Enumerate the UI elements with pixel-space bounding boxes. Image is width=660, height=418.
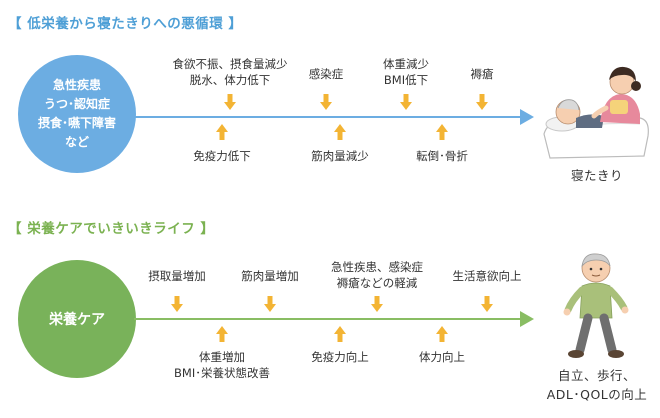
section2-bottom-label: 体力向上: [419, 349, 465, 365]
up-arrow-icon: [334, 326, 346, 342]
label-line: 生活意欲向上: [452, 269, 522, 283]
section2-bottom-label: 免疫力向上: [311, 349, 369, 365]
up-arrow-icon: [334, 124, 346, 140]
label-line: 免疫力低下: [193, 149, 251, 163]
label-line: BMI･栄養状態改善: [174, 366, 270, 380]
section1-bottom-label: 筋肉量減少: [311, 148, 369, 164]
down-arrow-icon: [224, 94, 236, 110]
label-line: 筋肉量増加: [241, 269, 299, 283]
up-arrow-icon: [216, 124, 228, 140]
section1-bottom-label: 転倒･骨折: [416, 148, 468, 164]
circle-line: うつ･認知症: [43, 97, 110, 111]
heading-close-bracket: 】: [200, 221, 215, 237]
section1-top-label: 食欲不振、摂食量減少 脱水、体力低下: [173, 56, 288, 88]
section2-result-caption: 自立、歩行、 ADL･QOLの向上: [547, 366, 648, 404]
section1-heading: 【 低栄養から寝たきりへの悪循環 】: [8, 12, 242, 32]
section2-care-circle: 栄養ケア: [18, 260, 136, 378]
up-arrow-icon: [436, 326, 448, 342]
down-arrow-icon: [171, 296, 183, 312]
section1-top-label: 感染症: [309, 66, 344, 82]
heading-close-bracket: 】: [228, 16, 243, 32]
section1-bottom-label: 免疫力低下: [193, 148, 251, 164]
caption-line: ADL･QOLの向上: [546, 387, 648, 402]
walking-elderly-man-illustration: [563, 253, 629, 358]
section1-flow-arrowhead: [520, 109, 534, 125]
section2-top-label: 筋肉量増加: [241, 268, 299, 284]
section1-top-label: 褥瘡: [471, 66, 494, 82]
label-line: BMI低下: [383, 73, 429, 87]
label-line: 褥瘡: [470, 67, 494, 81]
section2-bottom-label: 体重増加 BMI･栄養状態改善: [174, 349, 270, 381]
label-line: 体重減少: [383, 57, 429, 71]
label-line: 感染症: [308, 67, 344, 81]
circle-line: など: [64, 135, 89, 149]
section1-cause-circle: 急性疾患 うつ･認知症 摂食･嚥下障害 など: [18, 55, 136, 173]
label-line: 転倒･骨折: [416, 149, 468, 163]
down-arrow-icon: [476, 94, 488, 110]
caption-line: 寝たきり: [570, 168, 624, 183]
label-line: 体力向上: [419, 350, 465, 364]
up-arrow-icon: [436, 124, 448, 140]
heading-open-bracket: 【: [8, 221, 22, 237]
section2-flow-arrowhead: [520, 311, 534, 327]
bedridden-patient-with-caregiver-illustration: [543, 66, 649, 159]
caption-line: 自立、歩行、: [557, 368, 637, 383]
label-line: 体重増加: [198, 350, 245, 364]
section2-flow-line: [134, 318, 524, 320]
heading-open-bracket: 【: [8, 16, 22, 32]
down-arrow-icon: [320, 94, 332, 110]
section2-top-label: 摂取量増加: [148, 268, 206, 284]
label-line: 食欲不振、摂食量減少: [172, 57, 288, 71]
section2-title: 栄養ケアでいきいきライフ: [27, 221, 196, 237]
circle-line: 栄養ケア: [49, 312, 105, 328]
label-line: 筋肉量減少: [311, 149, 369, 163]
section2-heading: 【 栄養ケアでいきいきライフ 】: [8, 217, 214, 237]
circle-line: 急性疾患: [52, 78, 101, 92]
down-arrow-icon: [371, 296, 383, 312]
label-line: 急性疾患、感染症: [331, 260, 423, 274]
section1-top-label: 体重減少 BMI低下: [383, 56, 429, 88]
label-line: 免疫力向上: [311, 350, 369, 364]
section1-title: 低栄養から寝たきりへの悪循環: [27, 16, 224, 32]
section2-top-label: 急性疾患、感染症 褥瘡などの軽減: [331, 259, 423, 291]
circle-line: 摂食･嚥下障害: [37, 116, 116, 130]
section2-top-label: 生活意欲向上: [453, 268, 522, 284]
down-arrow-icon: [264, 296, 276, 312]
up-arrow-icon: [216, 326, 228, 342]
label-line: 摂取量増加: [148, 269, 206, 283]
section1-flow-line: [134, 116, 524, 118]
label-line: 脱水、体力低下: [189, 73, 271, 87]
down-arrow-icon: [481, 296, 493, 312]
label-line: 褥瘡などの軽減: [336, 276, 418, 290]
down-arrow-icon: [400, 94, 412, 110]
section1-result-caption: 寝たきり: [571, 166, 623, 185]
